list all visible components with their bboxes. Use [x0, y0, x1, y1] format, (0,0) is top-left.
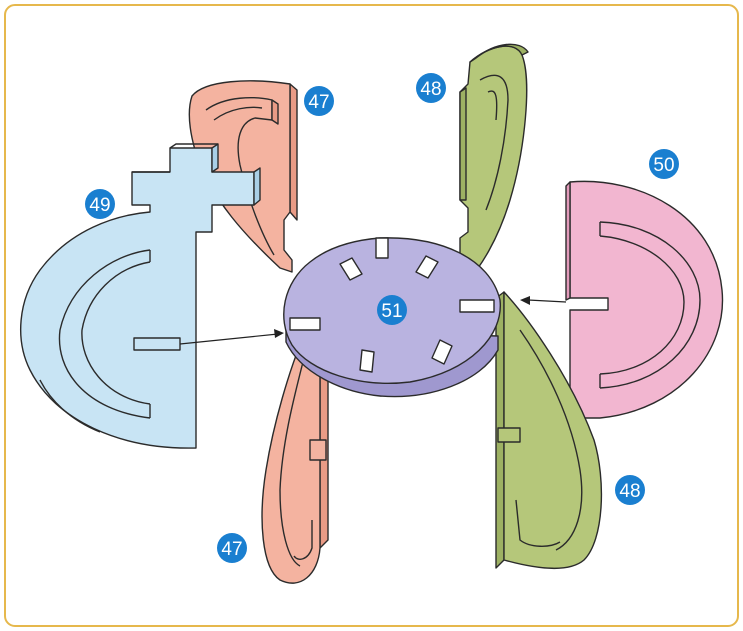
badge-51: 51 — [377, 295, 407, 325]
svg-text:47: 47 — [221, 539, 242, 560]
badge-47-bottom: 47 — [217, 533, 247, 563]
arrow-50-to-51 — [527, 299, 567, 303]
part-50 — [565, 180, 724, 419]
assembly-arrows — [179, 296, 567, 345]
badge-49: 49 — [85, 189, 115, 219]
badge-48-bottom: 48 — [615, 475, 645, 505]
arrow-49-to-51 — [179, 333, 279, 345]
svg-text:47: 47 — [308, 92, 329, 113]
svg-text:50: 50 — [653, 155, 674, 176]
svg-text:48: 48 — [619, 481, 640, 502]
badge-50: 50 — [649, 149, 679, 179]
badge-48-top: 48 — [416, 73, 446, 103]
part-48-bottom — [495, 291, 603, 569]
part-49 — [20, 143, 261, 449]
svg-text:51: 51 — [381, 301, 402, 322]
svg-text:49: 49 — [89, 195, 110, 216]
badge-47-top: 47 — [304, 86, 334, 116]
svg-text:48: 48 — [420, 79, 441, 100]
